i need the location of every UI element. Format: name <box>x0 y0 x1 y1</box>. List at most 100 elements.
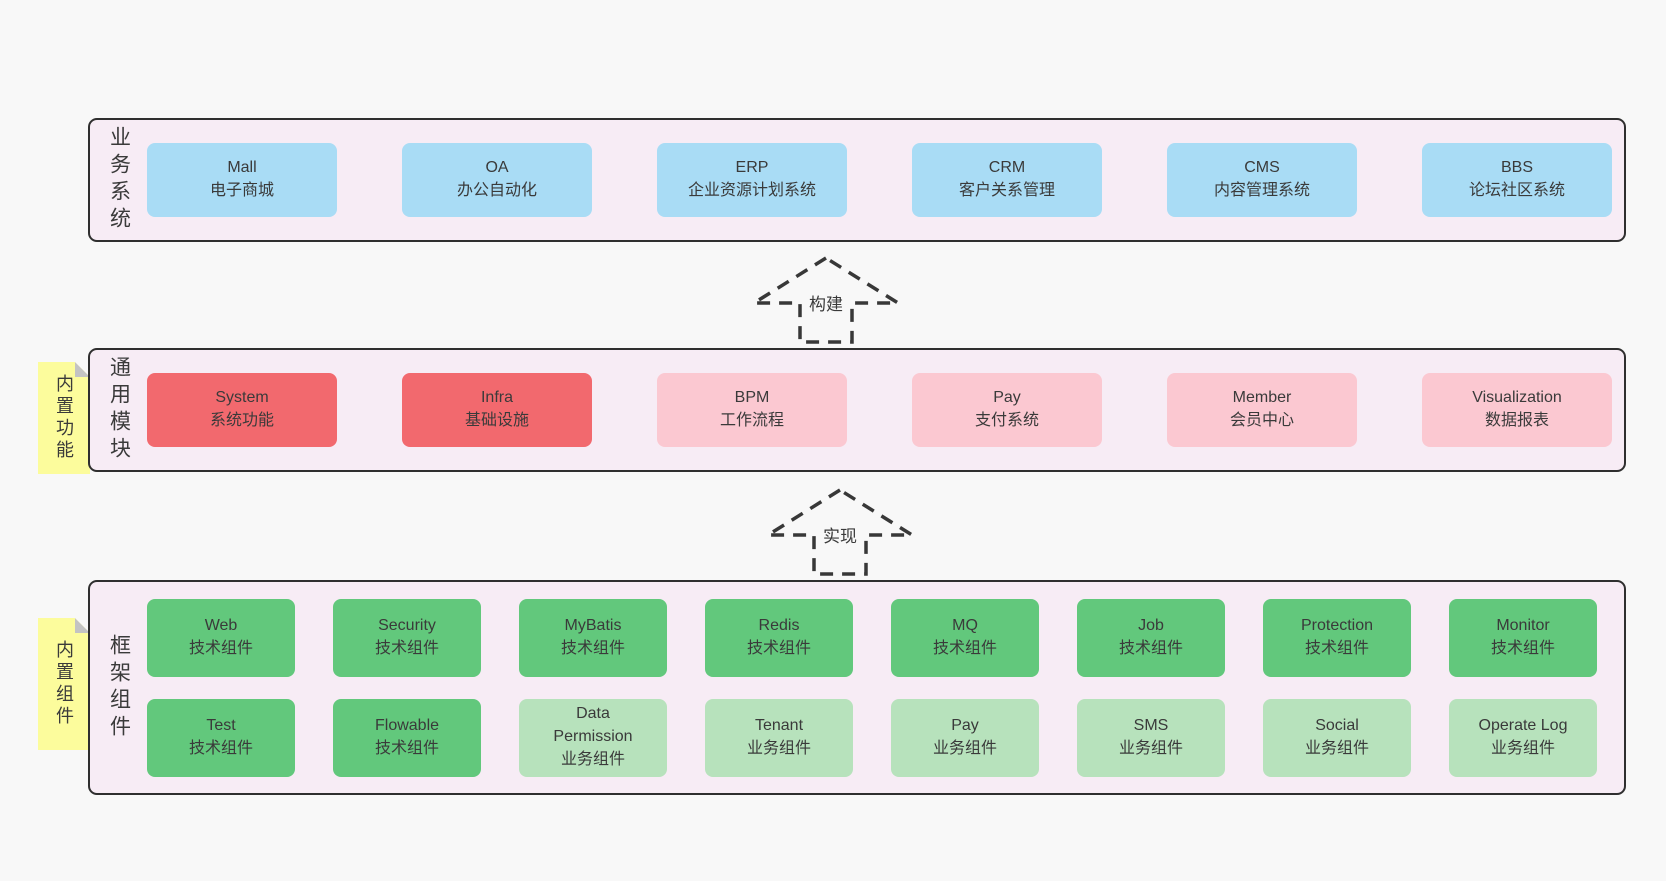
box-subtitle: 基础设施 <box>464 412 529 429</box>
box-member: Member 会员中心 <box>1167 373 1357 447</box>
box-title: MyBatis <box>564 616 622 634</box>
box-subtitle: 电子商城 <box>209 182 274 199</box>
box-title: BPM <box>734 389 770 407</box>
box-subtitle: 技术组件 <box>374 639 439 657</box>
box-title: Member <box>1232 389 1292 407</box>
box-subtitle: 论坛社区系统 <box>1468 182 1565 199</box>
box-web: Web 技术组件 <box>147 598 295 677</box>
box-subtitle: 业务组件 <box>1304 739 1369 757</box>
common-modules-row: System 系统功能 Infra 基础设施 BPM 工作流程 Pay 支付系统… <box>147 350 1624 470</box>
box-visualization: Visualization 数据报表 <box>1422 373 1612 447</box>
box-title: Visualization <box>1472 389 1562 407</box>
box-operate-log: Operate Log 业务组件 <box>1449 698 1597 777</box>
box-title: Social <box>1315 716 1359 734</box>
box-title: BBS <box>1500 159 1533 177</box>
panel-label-framework-components: 框架组件 <box>107 633 131 742</box>
box-redis: Redis 技术组件 <box>705 598 853 677</box>
box-title: Operate Log <box>1478 716 1568 734</box>
box-subtitle: 数据报表 <box>1484 412 1549 429</box>
box-infra: Infra 基础设施 <box>402 373 592 447</box>
box-title: MQ <box>952 616 978 634</box>
box-monitor: Monitor 技术组件 <box>1449 598 1597 677</box>
box-title: Job <box>1138 616 1164 634</box>
box-subtitle: 会员中心 <box>1229 412 1294 429</box>
box-subtitle: 技术组件 <box>188 639 253 657</box>
box-title: Infra <box>480 389 513 407</box>
box-title: CMS <box>1244 159 1280 177</box>
framework-components-row-2: Test 技术组件 Flowable 技术组件 Data Permission … <box>147 698 1624 777</box>
box-mall: Mall 电子商城 <box>147 143 337 217</box>
panel-label-business-systems: 业务系统 <box>107 126 131 234</box>
box-system: System 系统功能 <box>147 373 337 447</box>
box-bbs: BBS 论坛社区系统 <box>1422 143 1612 217</box>
box-title: Flowable <box>374 716 440 734</box>
box-title: System <box>215 389 269 407</box>
box-title: Mall <box>227 159 257 177</box>
box-security: Security 技术组件 <box>333 598 481 677</box>
panel-business-systems: 业务系统 Mall 电子商城 OA 办公自动化 ERP 企业资源计划系统 CRM… <box>88 118 1626 242</box>
box-cms: CMS 内容管理系统 <box>1167 143 1357 217</box>
box-title: Tenant <box>754 716 804 734</box>
box-title: CRM <box>988 159 1026 177</box>
panel-framework-components: 框架组件 Web 技术组件 Security 技术组件 MyBatis 技术组件… <box>88 580 1626 795</box>
box-title: Data Permission <box>553 705 633 746</box>
sticky-note-built-in-components: 内置组件 <box>38 618 90 750</box>
box-title: Web <box>204 616 238 634</box>
box-subtitle: 办公自动化 <box>456 182 537 199</box>
box-subtitle: 工作流程 <box>719 412 784 429</box>
box-subtitle: 业务组件 <box>1118 739 1183 757</box>
box-subtitle: 技术组件 <box>932 639 997 657</box>
box-subtitle: 客户关系管理 <box>958 182 1055 199</box>
box-title: Security <box>378 616 436 634</box>
box-pay-component: Pay 业务组件 <box>891 698 1039 777</box>
box-bpm: BPM 工作流程 <box>657 373 847 447</box>
box-subtitle: 业务组件 <box>1490 739 1555 757</box>
box-test: Test 技术组件 <box>147 698 295 777</box>
box-title: Test <box>206 716 236 734</box>
box-subtitle: 技术组件 <box>1118 639 1183 657</box>
implement-arrow: 实现 <box>761 487 919 576</box>
business-systems-row: Mall 电子商城 OA 办公自动化 ERP 企业资源计划系统 CRM 客户关系… <box>147 120 1624 240</box>
build-arrow-label: 构建 <box>809 295 843 314</box>
box-protection: Protection 技术组件 <box>1263 598 1411 677</box>
panel-common-modules: 通用模块 System 系统功能 Infra 基础设施 BPM 工作流程 Pay… <box>88 348 1626 472</box>
sticky-label: 内置功能 <box>54 374 74 462</box>
framework-components-row-1: Web 技术组件 Security 技术组件 MyBatis 技术组件 Redi… <box>147 598 1624 677</box>
box-subtitle: 业务组件 <box>932 739 997 757</box>
build-arrow: 构建 <box>747 255 905 344</box>
box-tenant: Tenant 业务组件 <box>705 698 853 777</box>
box-subtitle: 业务组件 <box>560 750 625 768</box>
box-oa: OA 办公自动化 <box>402 143 592 217</box>
box-title: Redis <box>758 616 800 634</box>
box-flowable: Flowable 技术组件 <box>333 698 481 777</box>
box-title: ERP <box>735 159 769 177</box>
box-social: Social 业务组件 <box>1263 698 1411 777</box>
framework-components-grid: Web 技术组件 Security 技术组件 MyBatis 技术组件 Redi… <box>147 582 1624 793</box>
box-crm: CRM 客户关系管理 <box>912 143 1102 217</box>
box-job: Job 技术组件 <box>1077 598 1225 677</box>
box-pay-module: Pay 支付系统 <box>912 373 1102 447</box>
box-subtitle: 技术组件 <box>1490 639 1555 657</box>
box-mq: MQ 技术组件 <box>891 598 1039 677</box>
sticky-label: 内置组件 <box>54 640 74 728</box>
box-subtitle: 内容管理系统 <box>1213 182 1310 199</box>
box-subtitle: 系统功能 <box>209 412 274 429</box>
box-title: SMS <box>1133 716 1169 734</box>
box-subtitle: 技术组件 <box>560 639 625 657</box>
box-title: Pay <box>993 389 1021 407</box>
box-title: Pay <box>951 716 979 734</box>
box-subtitle: 技术组件 <box>374 739 439 757</box>
box-sms: SMS 业务组件 <box>1077 698 1225 777</box>
box-subtitle: 企业资源计划系统 <box>687 182 816 199</box>
box-subtitle: 技术组件 <box>746 639 811 657</box>
sticky-note-built-in-functions: 内置功能 <box>38 362 90 474</box>
box-subtitle: 技术组件 <box>1304 639 1369 657</box>
box-subtitle: 技术组件 <box>188 739 253 757</box>
box-title: Monitor <box>1496 616 1550 634</box>
box-title: Protection <box>1300 616 1374 634</box>
box-mybatis: MyBatis 技术组件 <box>519 598 667 677</box>
box-title: OA <box>485 159 509 177</box>
box-subtitle: 业务组件 <box>746 739 811 757</box>
box-erp: ERP 企业资源计划系统 <box>657 143 847 217</box>
box-data-permission: Data Permission 业务组件 <box>519 698 667 777</box>
